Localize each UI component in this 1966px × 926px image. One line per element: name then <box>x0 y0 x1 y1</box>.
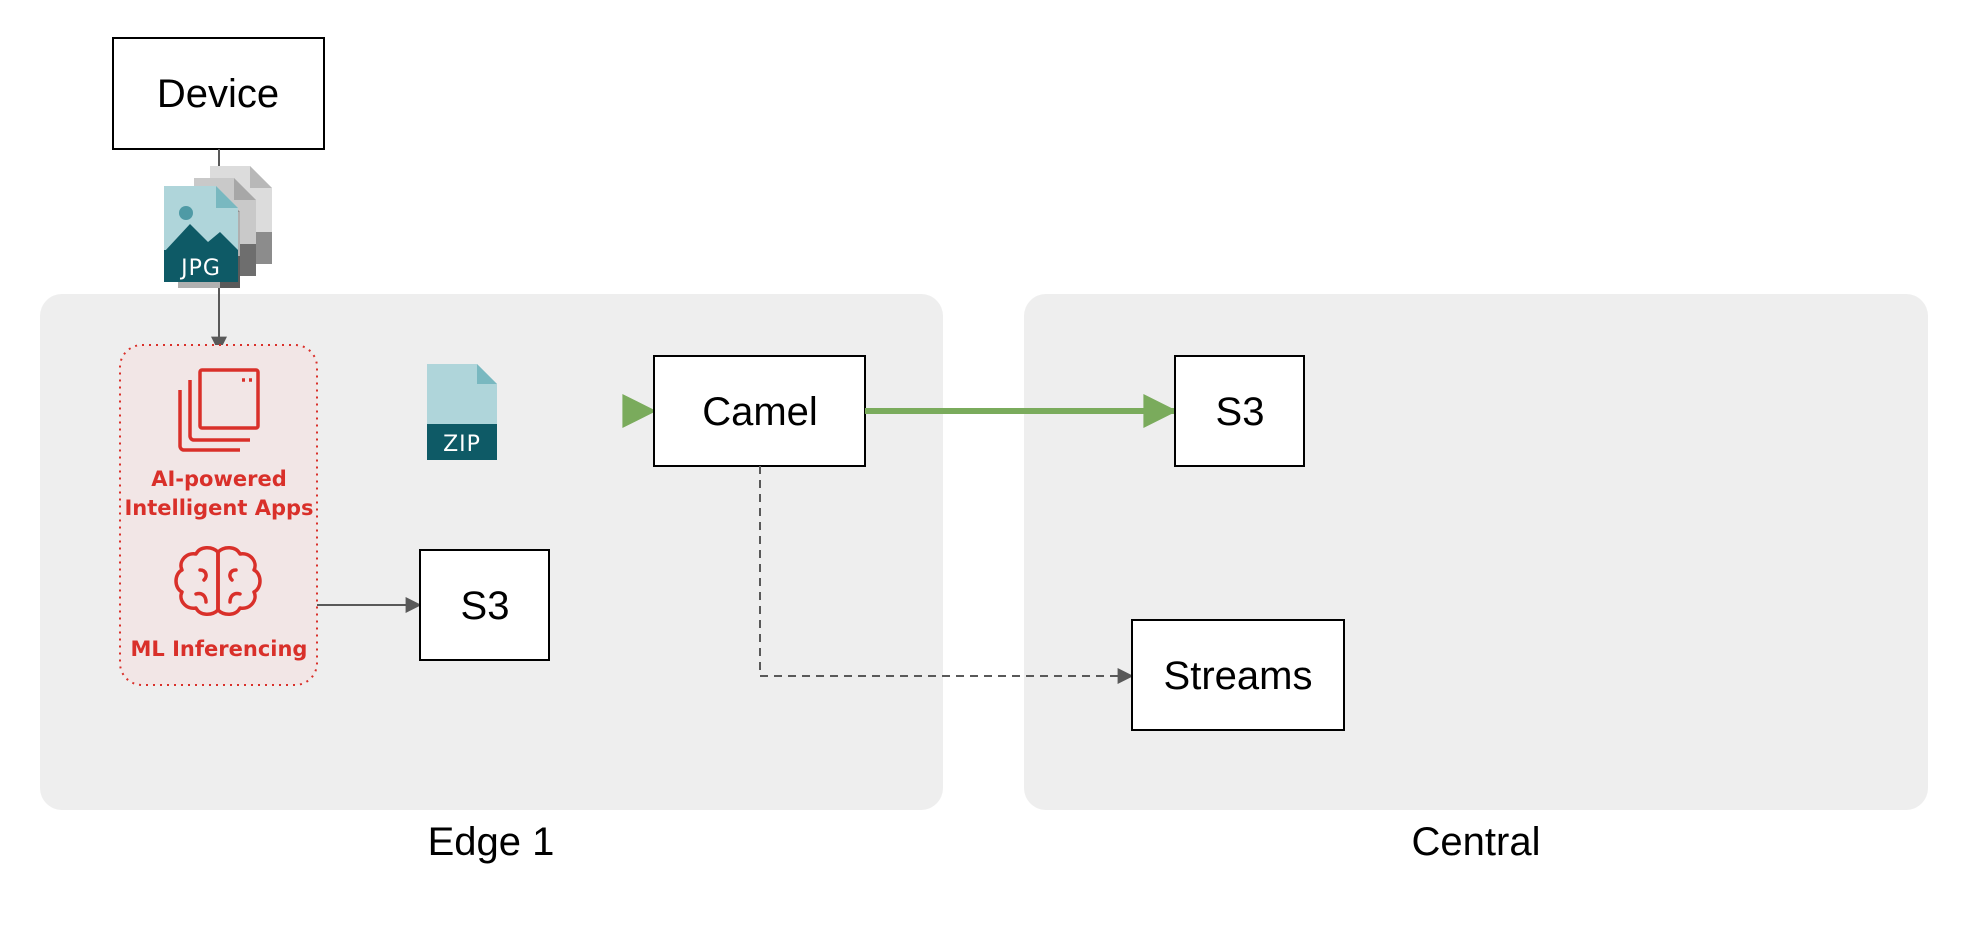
ai-apps-label-line1: AI-powered <box>151 467 287 491</box>
central-region-label: Central <box>1412 820 1541 864</box>
device-label: Device <box>157 72 279 116</box>
central-region <box>1024 294 1928 810</box>
central-s3-box <box>1174 355 1305 467</box>
jpg-file-stack-icon: JPG <box>164 166 272 288</box>
zip-file-icon: ZIP <box>427 364 497 460</box>
central-s3-label: S3 <box>1216 390 1265 434</box>
camel-label: Camel <box>702 390 818 434</box>
camel-box <box>653 355 866 467</box>
intelligent-apps-icon <box>178 368 260 452</box>
edge-apps-group <box>119 344 318 686</box>
brain-icon <box>174 546 262 616</box>
edge-s3-label: S3 <box>461 584 510 628</box>
jpg-label: JPG <box>179 256 221 281</box>
camel-to-streams-arrow <box>759 466 1134 684</box>
edge-s3-box <box>419 549 550 661</box>
ml-inferencing-label: ML Inferencing <box>131 637 308 661</box>
zip-label: ZIP <box>443 432 481 457</box>
edge-region-label: Edge 1 <box>428 820 555 864</box>
device-box <box>112 37 325 150</box>
ai-apps-label-line2: Intelligent Apps <box>124 496 313 520</box>
streams-label: Streams <box>1164 654 1313 698</box>
streams-box <box>1131 619 1345 731</box>
